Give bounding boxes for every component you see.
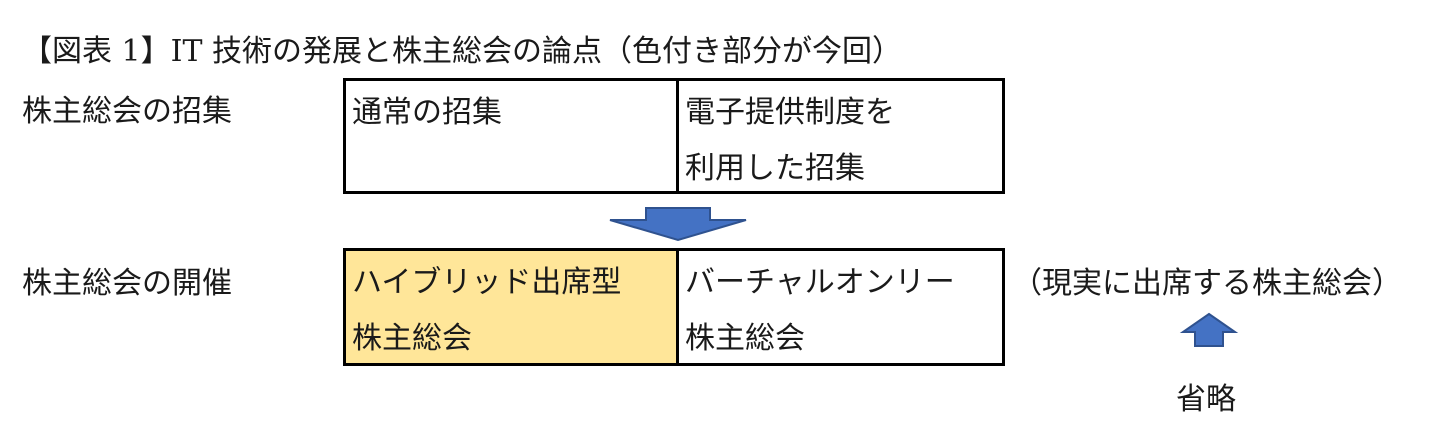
- row-label-meeting: 株主総会の開催: [22, 266, 232, 301]
- cell-line: バーチャルオンリー: [685, 265, 955, 300]
- cell-line: 株主総会: [685, 321, 805, 356]
- cell-line: 通常の招集: [352, 95, 502, 130]
- convocation-box: 通常の招集 電子提供制度を 利用した招集: [343, 78, 1005, 194]
- cell-line: 電子提供制度を: [685, 95, 895, 130]
- cell-line: 利用した招集: [685, 151, 865, 186]
- cell-hybrid-participation: ハイブリッド出席型 株主総会: [346, 251, 676, 363]
- down-arrow-icon: [609, 207, 747, 242]
- figure-title: 【図表 1】IT 技術の発展と株主総会の論点（色付き部分が今回）: [22, 34, 903, 69]
- omitted-label: 省略: [1176, 382, 1236, 417]
- cell-line: 株主総会: [352, 321, 472, 356]
- physical-meeting-note: （現実に出席する株主総会）: [1012, 266, 1402, 301]
- cell-virtual-only: バーチャルオンリー 株主総会: [676, 251, 1002, 363]
- meeting-box: ハイブリッド出席型 株主総会 バーチャルオンリー 株主総会: [343, 248, 1005, 366]
- up-arrow-icon: [1179, 312, 1239, 347]
- cell-normal-convocation: 通常の招集: [346, 81, 676, 191]
- row-label-convocation: 株主総会の招集: [22, 94, 232, 129]
- cell-electronic-provision-convocation: 電子提供制度を 利用した招集: [676, 81, 1002, 191]
- cell-line: ハイブリッド出席型: [352, 265, 622, 300]
